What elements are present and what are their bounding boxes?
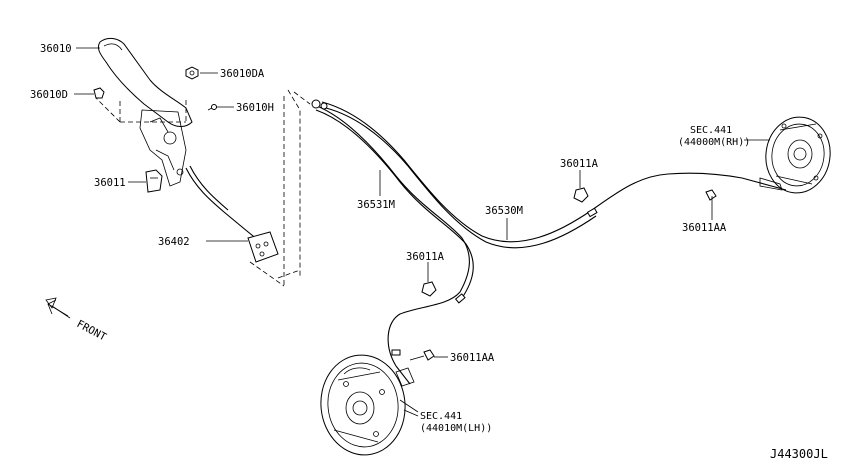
cable-junction-dashed-box [249, 89, 311, 287]
label-36010: 36010 [40, 43, 72, 55]
rear-brake-assembly-lh [320, 354, 419, 456]
label-36011AA-right: 36011AA [682, 222, 727, 234]
rear-cable-36531M-lh [311, 103, 474, 367]
label-36010H: 36010H [236, 102, 274, 114]
label-sec441-rh-line1: SEC.441 [690, 125, 732, 136]
label-36530M: 36530M [485, 205, 523, 217]
front-label: FRONT [75, 318, 109, 344]
label-sec441-lh-line2: (44010M(LH)) [420, 423, 492, 434]
label-36011AA-bottom: 36011AA [450, 352, 495, 364]
label-sec441-lh-line1: SEC.441 [420, 411, 462, 422]
bracket-36011A-top-icon [573, 178, 589, 203]
leader-lines [74, 47, 713, 417]
label-36011A-top: 36011A [560, 158, 599, 170]
rear-cable-36530M-rh [321, 101, 743, 249]
label-36011A-mid: 36011A [406, 251, 445, 263]
drawing-number: J44300JL [770, 447, 828, 461]
rear-brake-assembly-rh [741, 116, 831, 194]
clip-36010D-icon [93, 87, 105, 99]
bolt-36010H-icon [207, 104, 217, 111]
nut-36010DA-icon [185, 66, 199, 80]
bolt-36011AA-bottom-icon [409, 349, 435, 361]
label-36011-left: 36011 [94, 177, 126, 189]
label-36010DA: 36010DA [220, 68, 265, 80]
label-36531M: 36531M [357, 199, 395, 211]
front-cable-36402 [185, 165, 279, 263]
bolt-36011AA-right-icon [705, 189, 717, 214]
bracket-36011A-mid-icon [421, 272, 437, 297]
label-36010D: 36010D [30, 89, 68, 101]
cable-clip-icon [311, 99, 598, 356]
label-sec441-rh-line2: (44000M(RH)) [678, 137, 750, 148]
parking-brake-lever [97, 37, 193, 187]
front-direction-arrow-icon [45, 297, 71, 319]
lever-bracket-dashed-outline [95, 97, 187, 123]
label-36402: 36402 [158, 236, 190, 248]
bracket-36011-left-icon [145, 169, 163, 193]
